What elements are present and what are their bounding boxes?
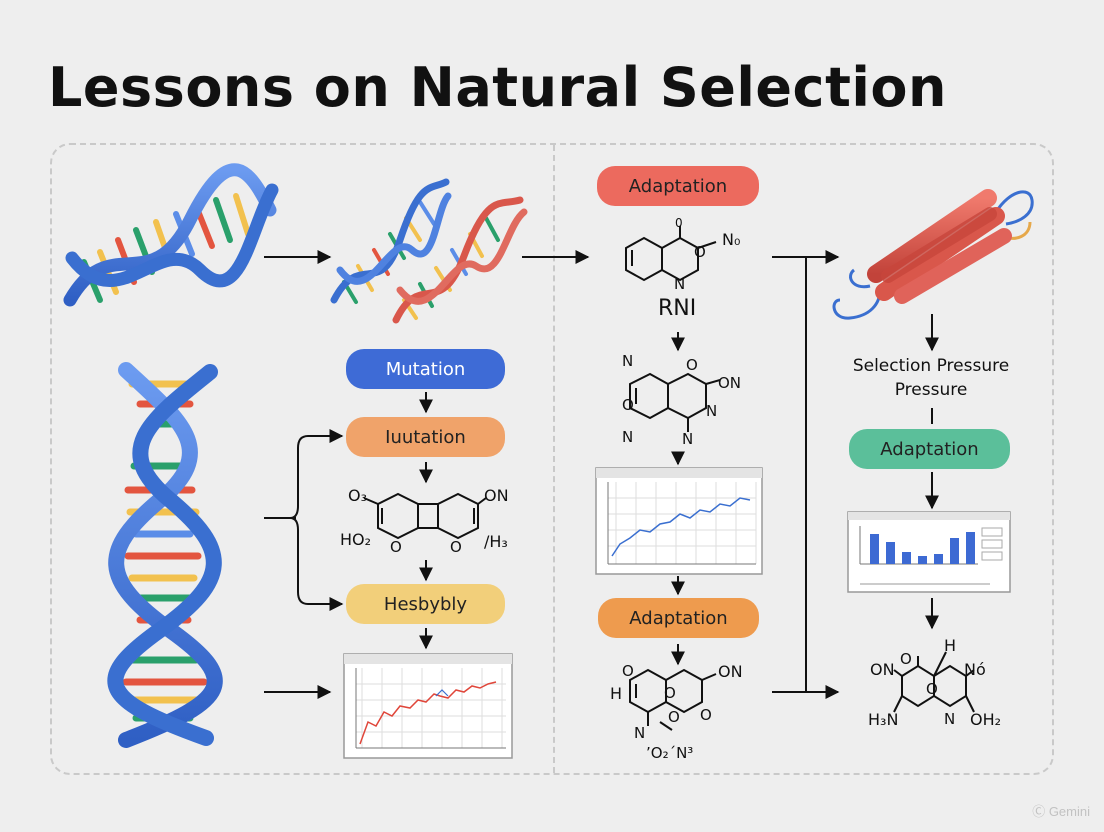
pill-adaptation-right: Adaptation <box>849 429 1010 469</box>
m3-atom-4: O <box>450 538 462 556</box>
m2-atom-2: ON <box>718 374 742 392</box>
m3-atom-0: O₃ <box>348 486 368 505</box>
selection-pressure-line2: Pressure <box>894 380 968 400</box>
branch-bracket <box>264 435 340 605</box>
line-chart-blue <box>595 467 763 575</box>
m2-atom-6: N <box>682 430 694 448</box>
m5-atom-5: H₃N <box>868 710 899 729</box>
page-title: Lessons on Natural Selection <box>48 56 947 119</box>
m3-atom-2: HO₂ <box>340 530 372 549</box>
m4-atom-6: O <box>700 706 712 724</box>
m1-atom-2: O <box>694 243 706 261</box>
m2-atom-4: N <box>706 402 718 420</box>
m3-atom-1: ON <box>484 486 509 505</box>
pill-adaptation-mid: Adaptation <box>598 598 759 638</box>
m4-atom-7: ’O₂´N³ <box>646 744 694 762</box>
molecule-structure-4 <box>629 668 717 731</box>
m5-atom-3: Nó <box>964 660 986 679</box>
m2-atom-1: O <box>686 356 698 374</box>
m4-atom-2: O <box>664 684 676 702</box>
pill-adaptation-top: Adaptation <box>597 166 759 206</box>
m2-atom-0: N <box>622 352 634 370</box>
dna-helix-top-left <box>63 163 279 307</box>
m2-atom-3: O <box>622 396 634 414</box>
pill-mutation: Mutation <box>346 349 505 389</box>
bar-chart <box>847 511 1011 593</box>
molecule-structure-2 <box>629 372 721 432</box>
m5-atom-6: N <box>944 710 956 728</box>
diagram-frame <box>50 143 1054 775</box>
m4-atom-4: N <box>634 724 646 742</box>
dna-helix-blue-small <box>330 178 452 304</box>
m4-atom-0: H <box>610 684 623 703</box>
dna-helix-tall <box>107 362 223 748</box>
pill-iutation: Iuutation <box>346 417 505 457</box>
m1-atom-0: 0 <box>675 216 683 230</box>
m5-atom-2: ON <box>870 660 895 679</box>
m1-atom-1: N₀ <box>722 230 741 249</box>
molecule-structure-5 <box>893 651 975 713</box>
m3-atom-3: O <box>390 538 402 556</box>
rni-label: RNI <box>658 296 697 321</box>
selection-pressure-line1: Selection Pressure <box>852 356 1010 376</box>
m5-atom-1: H <box>944 636 957 655</box>
panel-divider <box>553 145 555 773</box>
line-chart-red <box>343 653 513 759</box>
m4-atom-3: ON <box>718 662 743 681</box>
watermark: Ⓒ Gemini <box>1032 804 1090 819</box>
m3-atom-5: /H₃ <box>484 532 508 551</box>
m4-atom-1: O <box>622 662 634 680</box>
molecule-structure-3 <box>363 492 487 540</box>
protein-structure <box>832 189 1034 320</box>
m4-atom-5: O <box>668 708 680 726</box>
m5-atom-0: O <box>900 650 912 668</box>
dna-helix-red-small <box>392 196 528 324</box>
molecule-structure-1 <box>625 226 717 282</box>
pill-hesbybly: Hesbybly <box>346 584 505 624</box>
m5-atom-7: OH₂ <box>970 710 1002 729</box>
m5-atom-4: O <box>926 680 938 698</box>
m2-atom-5: N <box>622 428 634 446</box>
m1-atom-3: N <box>674 275 686 293</box>
